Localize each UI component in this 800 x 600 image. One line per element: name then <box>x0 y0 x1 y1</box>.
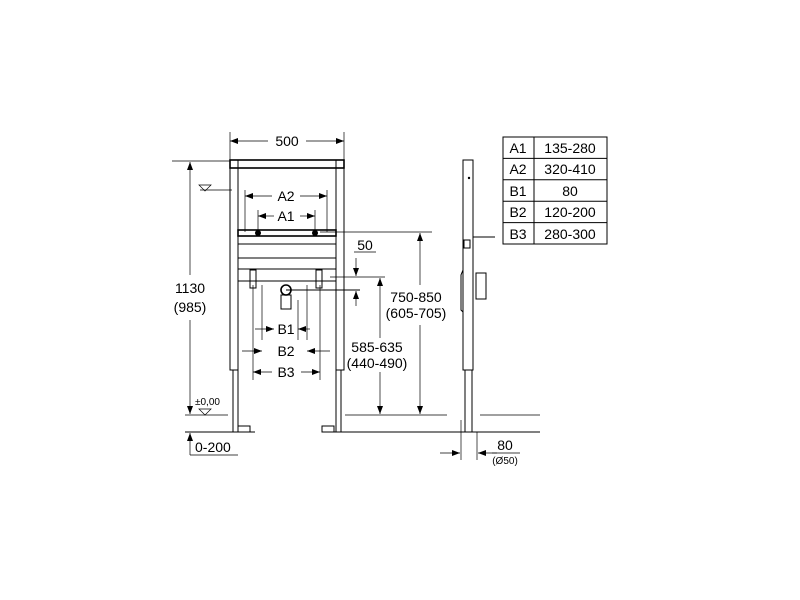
height-label: 1130 <box>175 280 205 296</box>
table-value: 80 <box>562 183 578 199</box>
a2-label: A2 <box>277 188 294 204</box>
floor-adjust-label: 0-200 <box>195 439 231 455</box>
b2-label: B2 <box>277 343 294 359</box>
side-view: 80 (Ø50) <box>440 159 540 467</box>
height-dimensions: 50 750-850 (605-705) 585-635 (440-490) <box>320 231 447 416</box>
dimension-table: A1 135-280 A2 320-410 B1 80 B2 120-200 B… <box>502 136 608 245</box>
table-value: 320-410 <box>544 161 596 177</box>
table-key: A1 <box>509 140 526 156</box>
h1-label: 750-850 <box>390 289 442 305</box>
depth-alt-label: (Ø50) <box>492 456 518 467</box>
table-value: 120-200 <box>544 204 596 220</box>
level-triangle-icon <box>198 184 212 192</box>
table-row: A1 135-280 <box>509 140 595 156</box>
h2-alt-label: (440-490) <box>347 355 408 371</box>
a-dimensions: A2 A1 <box>244 188 328 232</box>
height-alt-label: (985) <box>174 299 207 315</box>
height-dimension: 1130 (985) ±0,00 0-200 <box>172 160 540 456</box>
width-label: 500 <box>275 133 299 149</box>
b1-label: B1 <box>277 321 294 337</box>
width-dimension: 500 <box>229 132 345 160</box>
table-key: A2 <box>509 161 526 177</box>
a1-label: A1 <box>277 208 294 224</box>
h2-label: 585-635 <box>351 339 403 355</box>
table-row: A2 320-410 <box>509 161 595 177</box>
depth-label: 80 <box>497 437 513 453</box>
b-dimensions: B1 B2 B3 <box>242 285 330 380</box>
table-row: B2 120-200 <box>509 204 595 220</box>
table-key: B2 <box>509 204 526 220</box>
offset-label: 50 <box>357 237 373 253</box>
table-row: B3 280-300 <box>509 226 595 242</box>
table-key: B1 <box>509 183 526 199</box>
zero-level-label: ±0,00 <box>195 397 220 408</box>
table-key: B3 <box>509 226 526 242</box>
table-value: 280-300 <box>544 226 596 242</box>
b3-label: B3 <box>277 364 294 380</box>
front-frame <box>229 159 360 433</box>
h1-alt-label: (605-705) <box>386 305 447 321</box>
zero-level-triangle-icon <box>198 408 212 416</box>
table-value: 135-280 <box>544 140 596 156</box>
table-row: B1 80 <box>509 183 578 199</box>
